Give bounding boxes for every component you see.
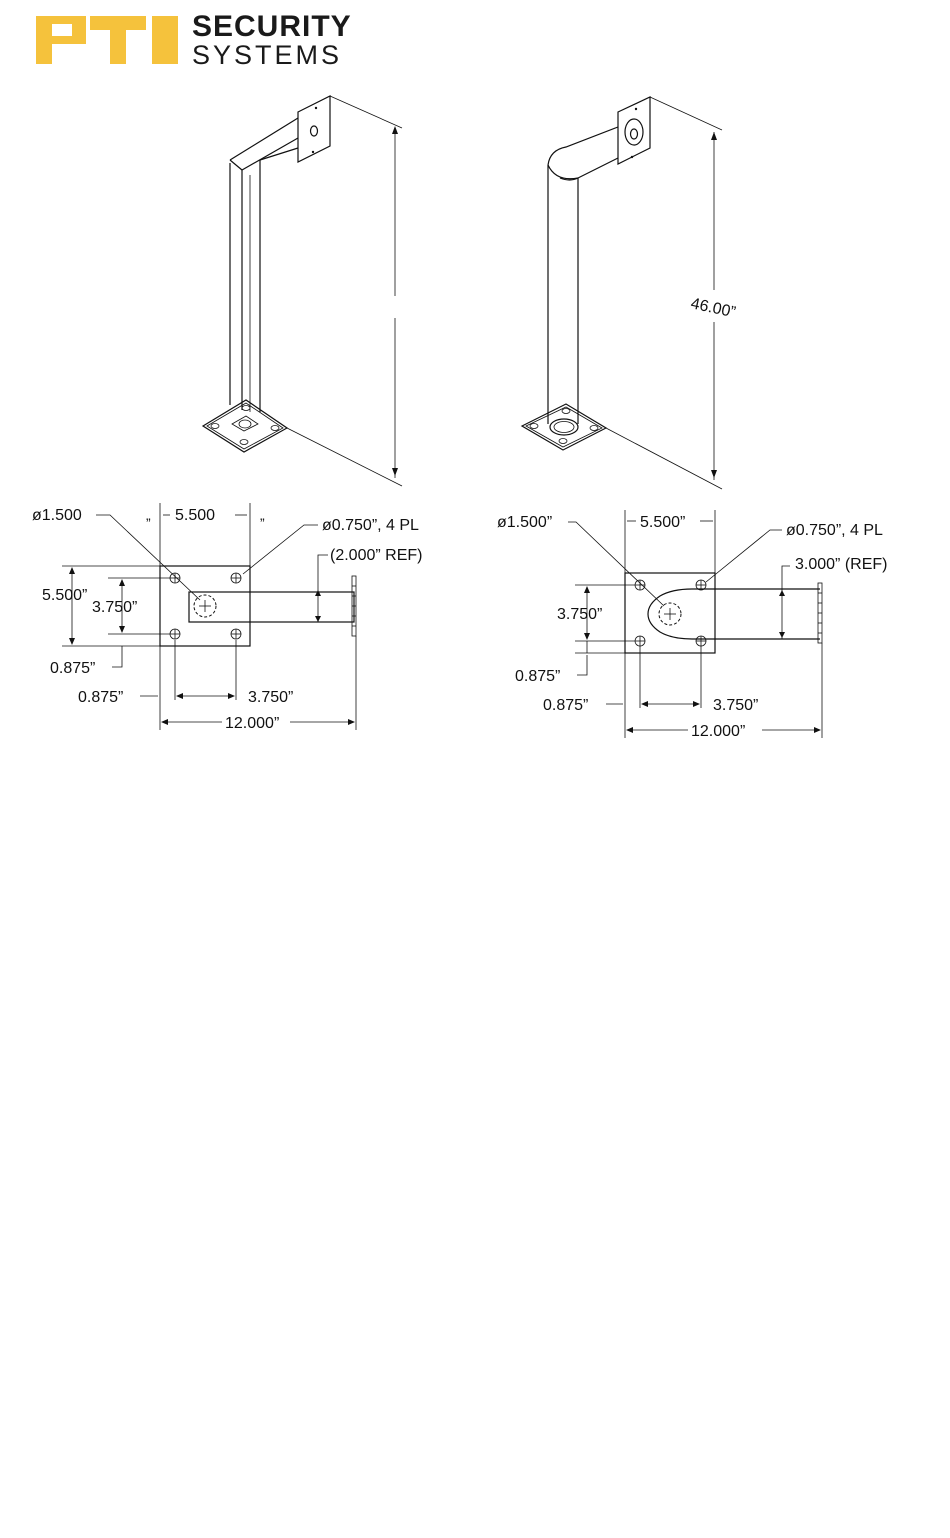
left-overall: 12.000” — [225, 715, 279, 732]
left-arm-ref: (2.000” REF) — [330, 547, 422, 564]
right-top-width: 5.500” — [640, 514, 685, 531]
left-edge-offset-v: 0.875” — [50, 660, 95, 677]
right-bolt-spacing-v: 3.750” — [557, 606, 602, 623]
right-bolt-hole-dia: ø0.750”, 4 PL — [786, 522, 883, 539]
plan-right-geometry — [568, 510, 822, 738]
left-quote-mark-1: ” — [146, 515, 151, 531]
left-bolt-spacing-v: 3.750” — [92, 599, 137, 616]
left-center-hole-dia: ø1.500 — [32, 507, 82, 524]
height-dimension-label: 46.00” — [689, 295, 737, 321]
left-top-width: 5.500 — [175, 507, 215, 524]
iso-left-square-post — [203, 96, 402, 486]
left-bolt-hole-dia: ø0.750”, 4 PL — [322, 517, 419, 534]
right-edge-offset-h: 0.875” — [543, 697, 588, 714]
iso-right-round-post — [522, 97, 722, 489]
left-edge-offset-h: 0.875” — [78, 689, 123, 706]
right-overall: 12.000” — [691, 723, 745, 740]
right-center-hole-dia: ø1.500” — [497, 514, 552, 531]
left-quote-mark-2: ” — [260, 515, 265, 531]
left-bolt-spacing-h: 3.750” — [248, 689, 293, 706]
right-bolt-spacing-h: 3.750” — [713, 697, 758, 714]
right-arm-ref: 3.000” (REF) — [795, 556, 887, 573]
left-plate-size: 5.500” — [42, 587, 87, 604]
technical-drawing: 46.00” — [0, 0, 950, 760]
right-edge-offset-v: 0.875” — [515, 668, 560, 685]
